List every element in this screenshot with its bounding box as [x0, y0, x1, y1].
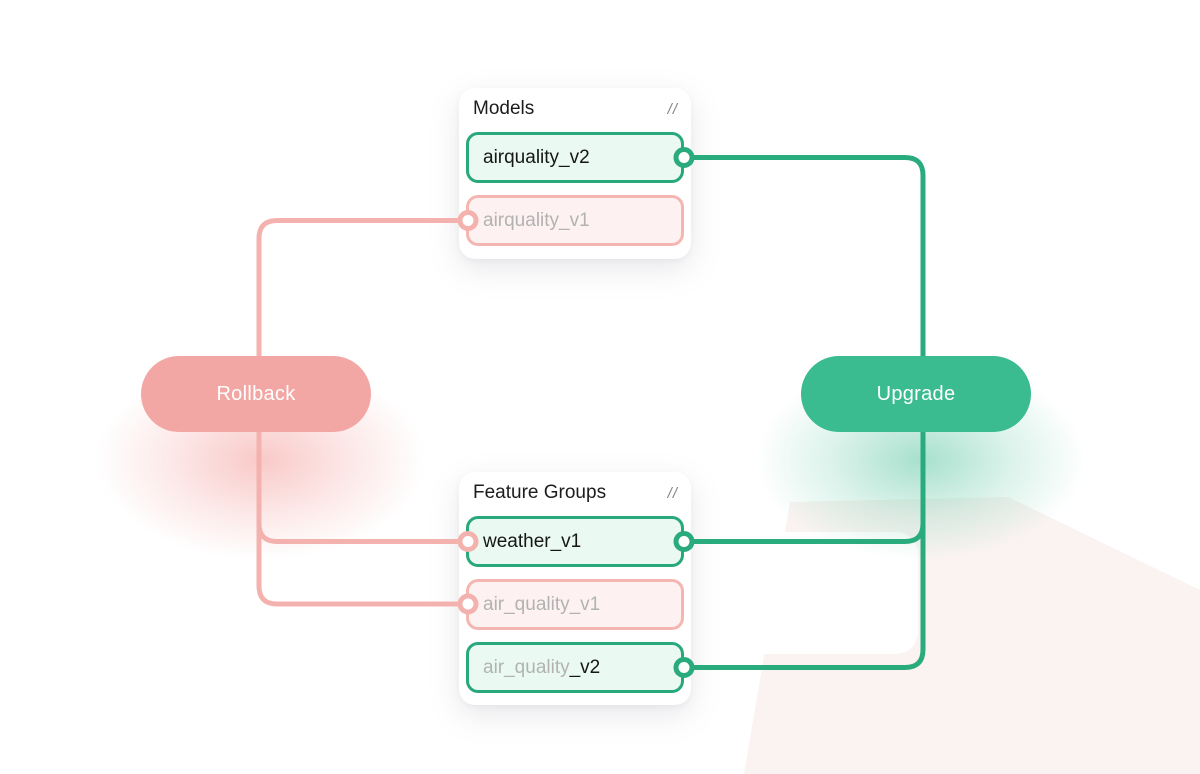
models-card-title: Models — [473, 98, 535, 119]
model-node-airquality-v2[interactable]: airquality_v2 — [466, 132, 684, 183]
feature-group-node-weather-v1[interactable]: weather_v1 — [466, 516, 684, 567]
model-node-airquality-v1[interactable]: airquality_v1 — [466, 195, 684, 246]
feature-groups-card: Feature Groups // weather_v1 air_quality… — [459, 472, 691, 705]
models-card: Models // airquality_v2 airquality_v1 — [459, 88, 691, 259]
drag-handle-icon: // — [667, 100, 678, 118]
feature-group-node-label: air_quality_v1 — [483, 593, 601, 615]
feature-group-node-label-typed-dark: _v2 — [569, 656, 601, 678]
port-weather-v1-right[interactable] — [673, 531, 695, 552]
model-node-label: airquality_v1 — [483, 209, 590, 231]
feature-group-node-air-quality-v2[interactable]: air_quality_v2 — [466, 642, 684, 693]
port-weather-v1-left[interactable] — [457, 531, 479, 552]
model-node-label: airquality_v2 — [483, 146, 590, 168]
feature-groups-card-title: Feature Groups — [473, 482, 607, 503]
port-air-quality-v2-right[interactable] — [673, 657, 695, 678]
feature-group-node-label: weather_v1 — [483, 530, 582, 552]
models-card-header: Models // — [473, 98, 678, 120]
upgrade-button[interactable]: Upgrade — [801, 356, 1031, 432]
feature-groups-card-header: Feature Groups // — [473, 482, 678, 504]
port-air-quality-v1-left[interactable] — [457, 593, 479, 615]
drag-handle-icon: // — [667, 484, 678, 502]
feature-group-node-air-quality-v1[interactable]: air_quality_v1 — [466, 579, 684, 630]
feature-group-node-label-typed-gray: air_quality — [483, 656, 570, 678]
port-airquality-v2-right[interactable] — [673, 147, 695, 168]
rollback-button[interactable]: Rollback — [141, 356, 371, 432]
port-airquality-v1-left[interactable] — [457, 210, 479, 231]
